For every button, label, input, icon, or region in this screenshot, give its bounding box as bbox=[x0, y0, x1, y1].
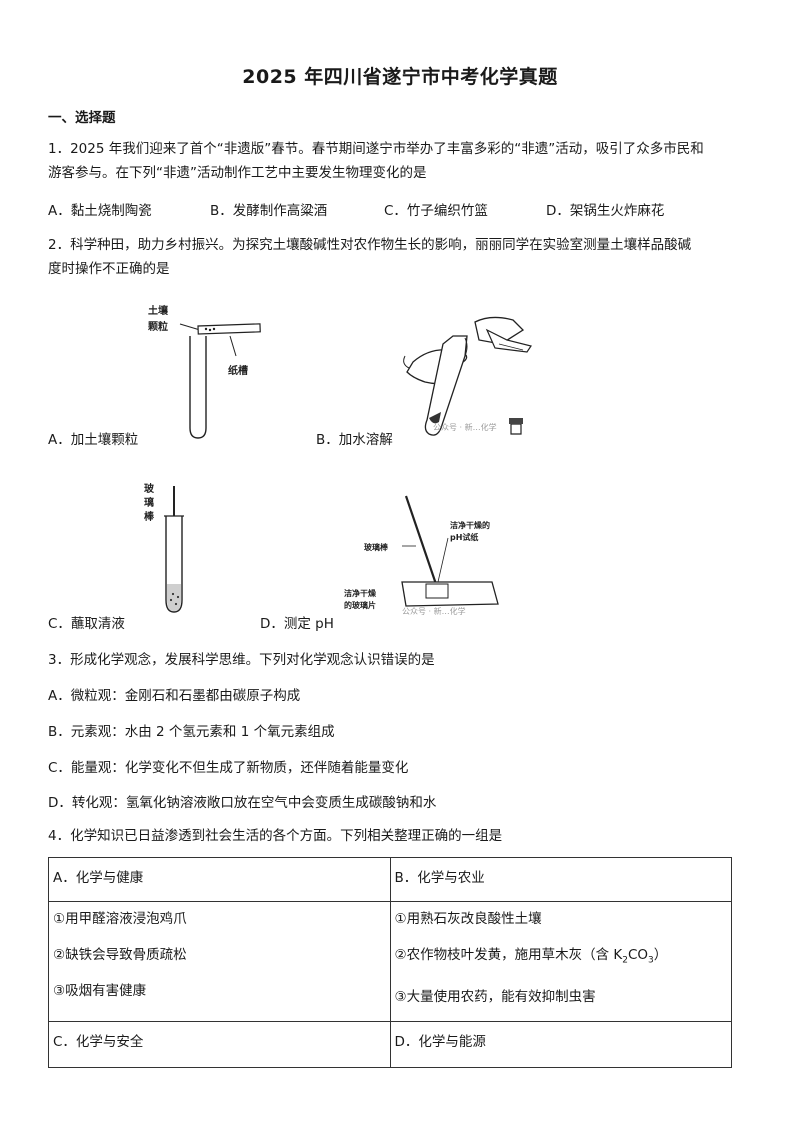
fig-d-watermark: 公众号 · 新…化学 bbox=[402, 606, 466, 616]
q2-stem: 2．科学种田，助力乡村振兴。为探究土壤酸碱性对农作物生长的影响，丽丽同学在实验室… bbox=[48, 233, 754, 281]
fig-d-label-glass-2: 的玻璃片 bbox=[344, 600, 376, 610]
fig-b-watermark: 公众号 · 新…化学 bbox=[433, 422, 497, 432]
fig-a-label-soil: 土壤 bbox=[148, 304, 169, 317]
page-title: 2025 年四川省遂宁市中考化学真题 bbox=[242, 66, 558, 88]
fig-d-label-paper-1: 洁净干燥的 bbox=[450, 520, 490, 530]
q1-option-d: D．架锅生火炸麻花 bbox=[546, 203, 665, 219]
fig-a-label-granule: 颗粒 bbox=[148, 320, 168, 333]
q3-option-b: B．元素观：水由 2 个氢元素和 1 个氧元素组成 bbox=[48, 724, 335, 740]
figure-dip-liquid: 玻 璃 棒 bbox=[144, 482, 184, 613]
figure-measure-ph: 玻璃棒 洁净干燥的 pH试纸 洁净干燥 的玻璃片 公众号 · 新…化学 bbox=[344, 495, 499, 616]
q3-option-d: D．转化观：氢氧化钠溶液敞口放在空气中会变质生成碳酸钠和水 bbox=[48, 795, 437, 811]
q1-line1: 1．2025 年我们迎来了首个“非遗版”春节。春节期间遂宁市举办了丰富多彩的“非… bbox=[48, 141, 704, 157]
q1-option-b: B．发酵制作高粱酒 bbox=[210, 203, 328, 219]
figure-add-water: 公众号 · 新…化学 bbox=[403, 316, 532, 436]
q1-option-c: C．竹子编织竹篮 bbox=[384, 203, 488, 219]
q1-option-a: A．黏土烧制陶瓷 bbox=[48, 203, 152, 219]
section-heading-choice: 一、选择题 bbox=[48, 110, 116, 126]
q2-option-d: D．测定 pH bbox=[260, 616, 334, 632]
q4-a-item-2: ②缺铁会导致骨质疏松 bbox=[53, 947, 187, 963]
q2-option-b: B．加水溶解 bbox=[316, 432, 393, 448]
fig-c-label-2: 璃 bbox=[144, 496, 154, 509]
q1-stem: 1．2025 年我们迎来了首个“非遗版”春节。春节期间遂宁市举办了丰富多彩的“非… bbox=[48, 137, 754, 185]
q4-cell-a-head: A．化学与健康 bbox=[48, 857, 391, 902]
q4-table: A．化学与健康 B．化学与农业 ①用甲醛溶液浸泡鸡爪 ②缺铁会导致骨质疏松 ③吸… bbox=[48, 857, 732, 1068]
q3-stem: 3．形成化学观念，发展科学思维。下列对化学观念认识错误的是 bbox=[48, 652, 435, 668]
q4-a-item-3: ③吸烟有害健康 bbox=[53, 983, 147, 999]
q4-stem: 4．化学知识已日益渗透到社会生活的各个方面。下列相关整理正确的一组是 bbox=[48, 828, 503, 844]
q4-cell-a-body: ①用甲醛溶液浸泡鸡爪 ②缺铁会导致骨质疏松 ③吸烟有害健康 bbox=[48, 901, 391, 1022]
fig-d-label-rod: 玻璃棒 bbox=[364, 542, 389, 552]
q2-line1: 2．科学种田，助力乡村振兴。为探究土壤酸碱性对农作物生长的影响，丽丽同学在实验室… bbox=[48, 237, 692, 253]
q3-option-c: C．能量观：化学变化不但生成了新物质，还伴随着能量变化 bbox=[48, 760, 409, 776]
q4-b-item-3: ③大量使用农药，能有效抑制虫害 bbox=[394, 988, 596, 1005]
q2-option-a: A．加土壤颗粒 bbox=[48, 432, 139, 448]
fig-c-label-1: 玻 bbox=[144, 482, 155, 495]
q4-b-item-1: ①用熟石灰改良酸性土壤 bbox=[394, 911, 542, 927]
q4-cell-b-head: B．化学与农业 bbox=[389, 857, 732, 902]
fig-c-label-3: 棒 bbox=[144, 510, 155, 523]
fig-a-label-trough: 纸槽 bbox=[228, 364, 248, 377]
q3-option-a: A．微粒观：金刚石和石墨都由碳原子构成 bbox=[48, 688, 301, 704]
fig-d-label-glass-1: 洁净干燥 bbox=[344, 588, 377, 598]
q4-b-item-2: ②农作物枝叶发黄，施用草木灰（含 K2CO3） bbox=[394, 947, 668, 966]
figure-add-soil: 土壤 颗粒 纸槽 bbox=[148, 304, 261, 439]
fig-d-label-paper-2: pH试纸 bbox=[450, 532, 478, 542]
q4-a-item-1: ①用甲醛溶液浸泡鸡爪 bbox=[53, 911, 187, 927]
q1-line2: 游客参与。在下列“非遗”活动制作工艺中主要发生物理变化的是 bbox=[48, 165, 427, 181]
q4-cell-b-body: ①用熟石灰改良酸性土壤 ②农作物枝叶发黄，施用草木灰（含 K2CO3） ③大量使… bbox=[389, 901, 732, 1022]
q2-option-c: C．蘸取清液 bbox=[48, 616, 125, 632]
q2-line2: 度时操作不正确的是 bbox=[48, 261, 170, 277]
q4-cell-d-head: D．化学与能源 bbox=[389, 1021, 732, 1068]
q4-cell-c-head: C．化学与安全 bbox=[48, 1021, 391, 1068]
